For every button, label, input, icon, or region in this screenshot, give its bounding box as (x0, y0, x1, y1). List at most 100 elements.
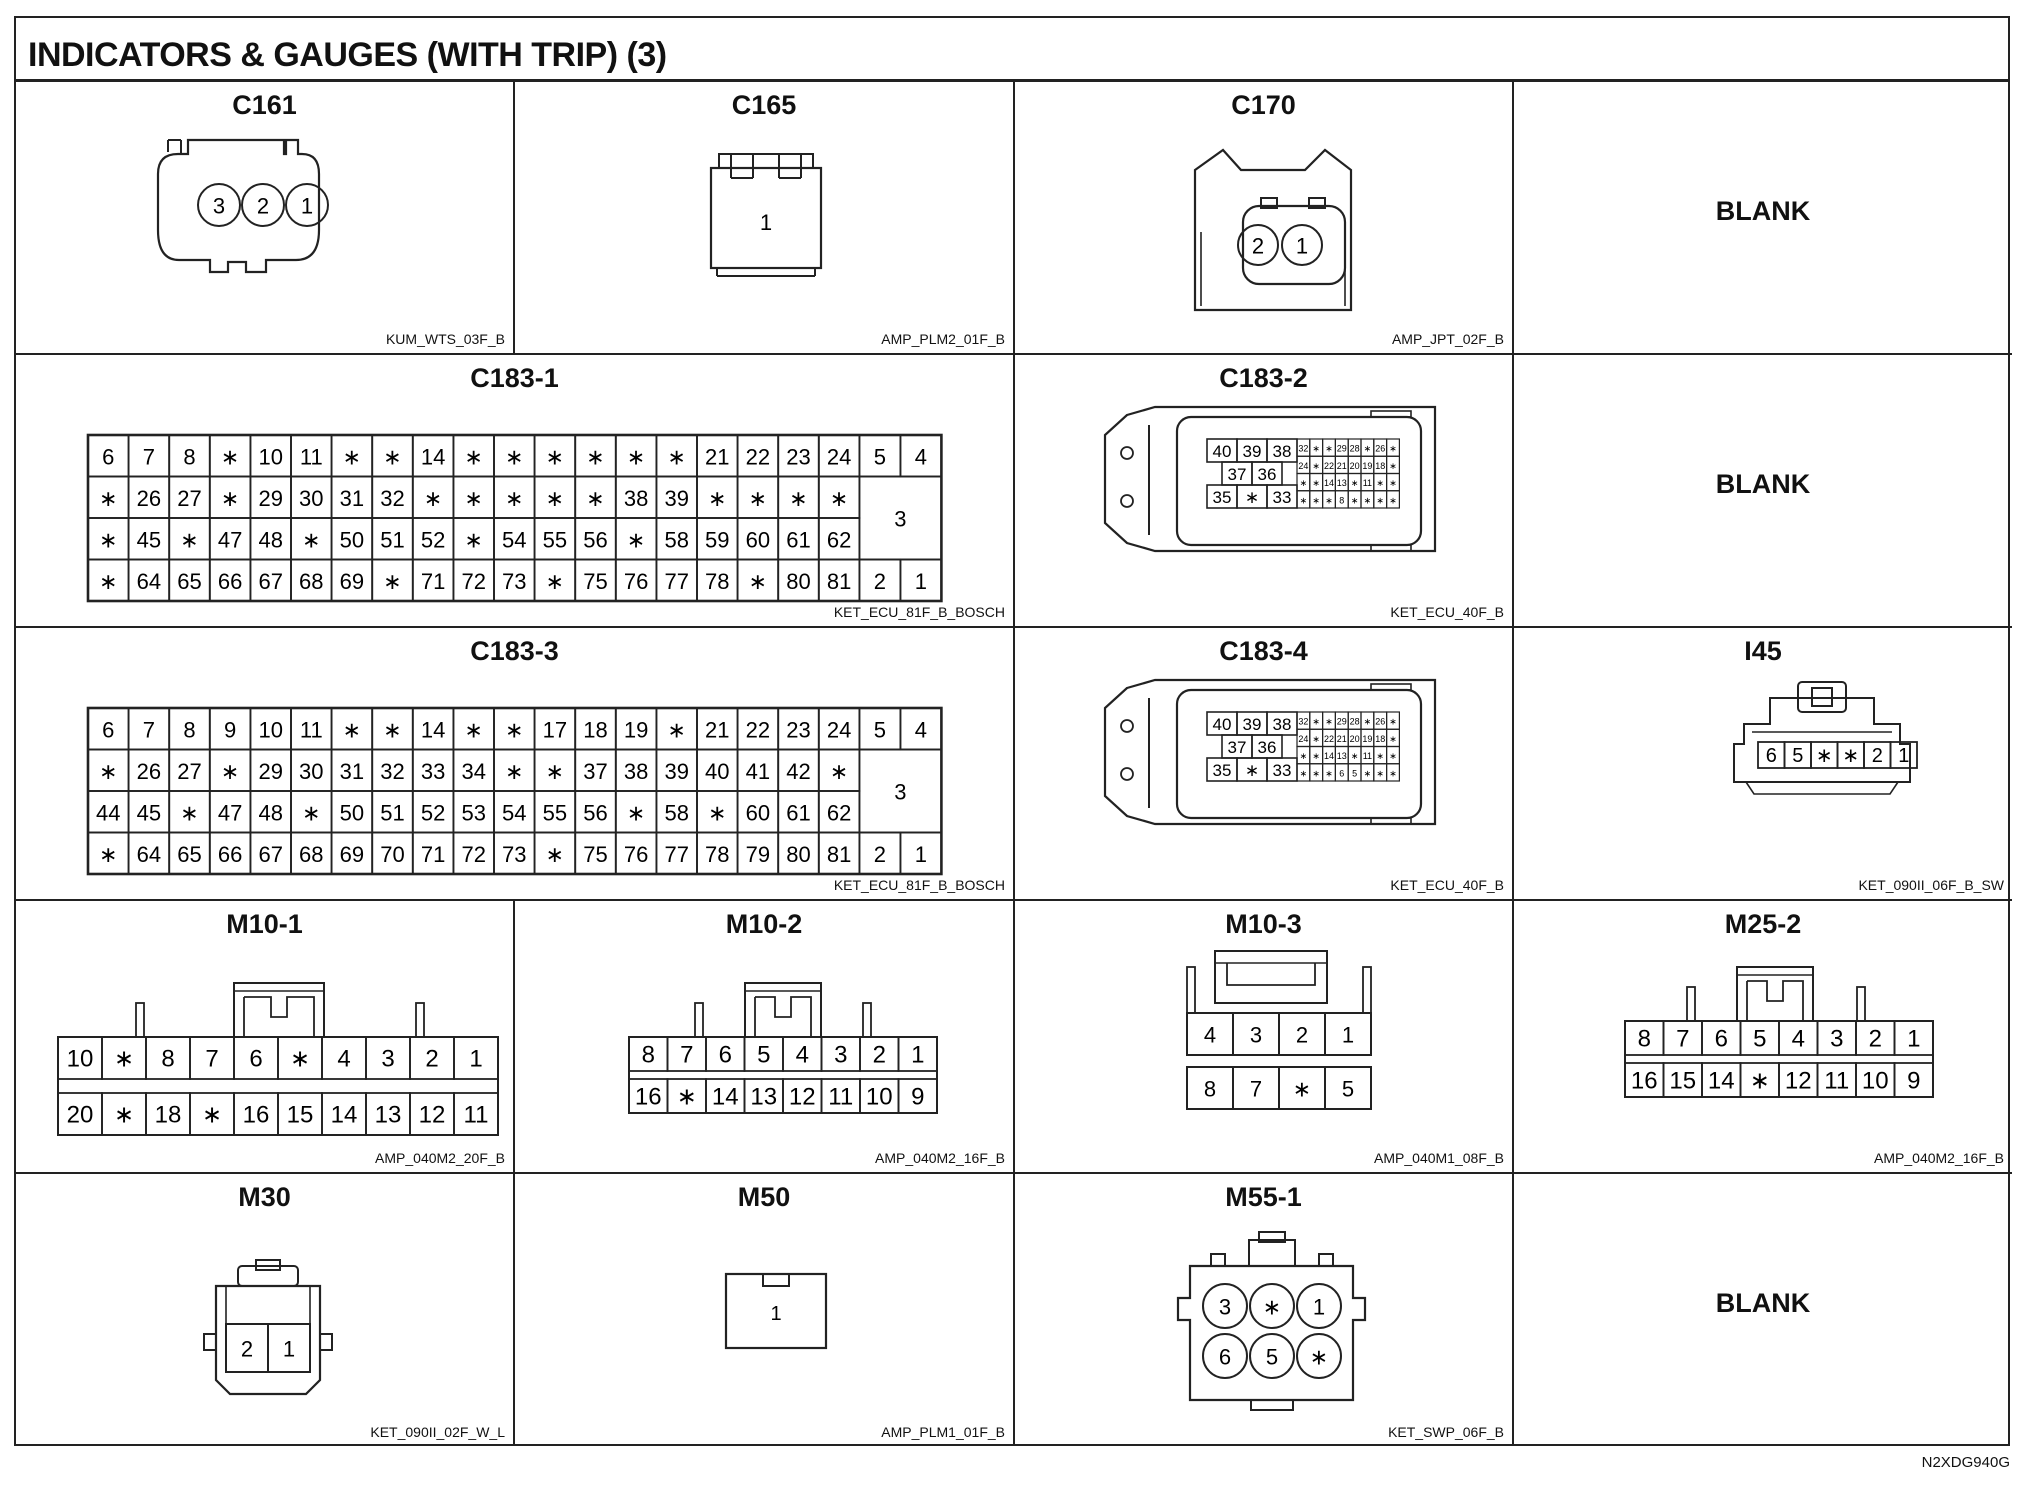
pin-label: ∗ (180, 800, 198, 825)
pin-label: ∗ (1389, 478, 1397, 488)
pin-label: ∗ (1263, 1295, 1281, 1320)
pin-label: 2 (1252, 234, 1264, 259)
pin-circle (241, 183, 285, 227)
pin-label: 77 (664, 842, 688, 867)
pin-label: 75 (583, 842, 607, 867)
pin-label: 19 (1362, 734, 1372, 744)
pin-label: 3 (1250, 1023, 1262, 1048)
pin-label: ∗ (383, 717, 401, 742)
pin-label: 11 (464, 1102, 489, 1129)
pin-label: 67 (258, 569, 282, 594)
pin-label: 2 (1869, 1026, 1882, 1053)
pin-label: 6 (1715, 1026, 1728, 1053)
pin-label: ∗ (99, 527, 117, 552)
pin-label: 78 (705, 569, 729, 594)
blank-cell-2: BLANK (1514, 355, 2012, 628)
pin-label: 61 (786, 800, 810, 825)
pin-label: 12 (1785, 1068, 1812, 1095)
pin-label: 38 (624, 486, 648, 511)
pin-label: 14 (1708, 1068, 1735, 1095)
pin-label: 20 (1350, 461, 1360, 471)
pin-label: 53 (461, 800, 485, 825)
pin-label: ∗ (114, 1046, 134, 1073)
connector-name: C161 (232, 90, 297, 120)
pin-label: 3 (834, 1042, 847, 1069)
pin-circle (1202, 1283, 1248, 1329)
connector-name: C183-3 (470, 636, 559, 666)
pin-label: ∗ (505, 444, 523, 469)
pin-label: ∗ (1389, 461, 1397, 471)
pin-label: 54 (502, 800, 526, 825)
connector-name: M10-3 (1225, 909, 1302, 939)
pin-label: 51 (380, 527, 404, 552)
connector-name: I45 (1744, 636, 1782, 666)
pin-label: 55 (543, 527, 567, 552)
pin-label: 31 (340, 486, 364, 511)
pin-label: 13 (1337, 478, 1347, 488)
pin-label: 16 (1631, 1068, 1658, 1095)
connector-name: C170 (1231, 90, 1296, 120)
connector-name: M25-2 (1724, 909, 1802, 939)
pin-label: ∗ (667, 717, 685, 742)
pin-label: ∗ (99, 486, 117, 511)
pin-label: 38 (1273, 442, 1292, 461)
pin-label: ∗ (1325, 444, 1333, 454)
pin-label: ∗ (749, 569, 767, 594)
pin-label: 39 (664, 759, 688, 784)
pin-label: 70 (380, 842, 404, 867)
pin-label: ∗ (1312, 461, 1320, 471)
pin-label: 8 (1204, 1077, 1216, 1102)
pin-label: 21 (705, 717, 729, 742)
pin-label: 69 (340, 569, 364, 594)
pin-label: ∗ (302, 527, 320, 552)
pin-label: 2 (874, 569, 886, 594)
pin-label: 72 (461, 842, 485, 867)
pin-label: 61 (786, 527, 810, 552)
pin-label: 81 (827, 842, 851, 867)
pin-label: 29 (1337, 444, 1347, 454)
pin-label: 72 (461, 569, 485, 594)
pin-label: 10 (1862, 1068, 1889, 1095)
pin-label: 50 (340, 800, 364, 825)
pin-label: 4 (915, 444, 927, 469)
pin-label: ∗ (383, 444, 401, 469)
pin-label: 56 (583, 800, 607, 825)
pin-label: 28 (1350, 444, 1360, 454)
pin-label: ∗ (1389, 444, 1397, 454)
pin-label: 56 (583, 527, 607, 552)
pin-label: 30 (299, 486, 323, 511)
pin-label: 4 (915, 717, 927, 742)
pin-label: 38 (1273, 715, 1292, 734)
pin-label: 1 (915, 569, 927, 594)
pin-label: 5 (1753, 1026, 1766, 1053)
pin-circle (285, 183, 329, 227)
pin-label: 1 (301, 194, 313, 219)
pin-label: 5 (1342, 1077, 1354, 1102)
pin-label: ∗ (1389, 751, 1397, 761)
pin-label: ∗ (789, 486, 807, 511)
pin-label: 35 (1213, 761, 1232, 780)
pin-label: ∗ (627, 800, 645, 825)
pin-label: 2 (241, 1337, 253, 1362)
pin-label: 40 (1213, 715, 1232, 734)
pin-label: ∗ (1389, 717, 1397, 727)
pin-label: 6 (719, 1042, 732, 1069)
pin-label: 1 (770, 1303, 781, 1325)
pin-label: 45 (137, 527, 161, 552)
pin-label: 1 (915, 842, 927, 867)
m50-drawing: 1 (724, 1272, 828, 1350)
pin-label: ∗ (1376, 751, 1384, 761)
pin-label: 62 (827, 527, 851, 552)
blank-cell-3: BLANK (1514, 1174, 2012, 1446)
pin-label: 14 (421, 444, 445, 469)
pin-label: ∗ (1312, 717, 1320, 727)
pin-label: 33 (1273, 761, 1292, 780)
pin-label: 14 (712, 1084, 739, 1111)
